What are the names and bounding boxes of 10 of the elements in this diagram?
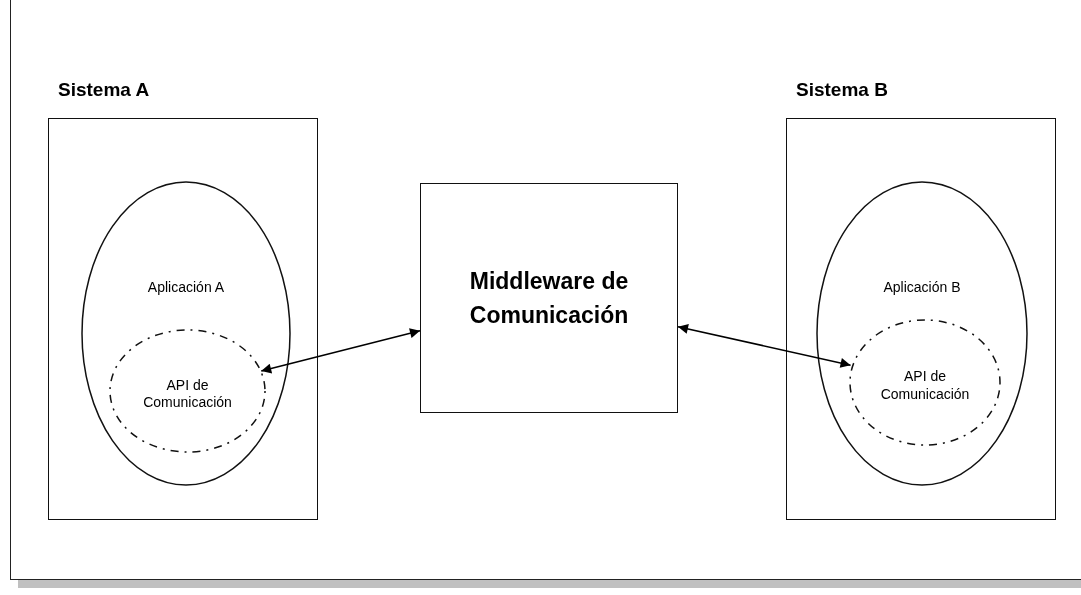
system-heading: Sistema B [796, 79, 888, 101]
middleware-box [420, 183, 678, 413]
application-label: Aplicación A [147, 279, 225, 295]
api-label: API de Comunicación [142, 376, 233, 412]
double-arrow [677, 324, 852, 368]
system-heading: Sistema A [58, 79, 150, 101]
api-label: API de Comunicación [879, 368, 971, 403]
double-arrow [260, 328, 421, 374]
middleware-label: Middleware de Comunicación [468, 266, 630, 330]
application-label: Aplicación B [883, 279, 961, 295]
